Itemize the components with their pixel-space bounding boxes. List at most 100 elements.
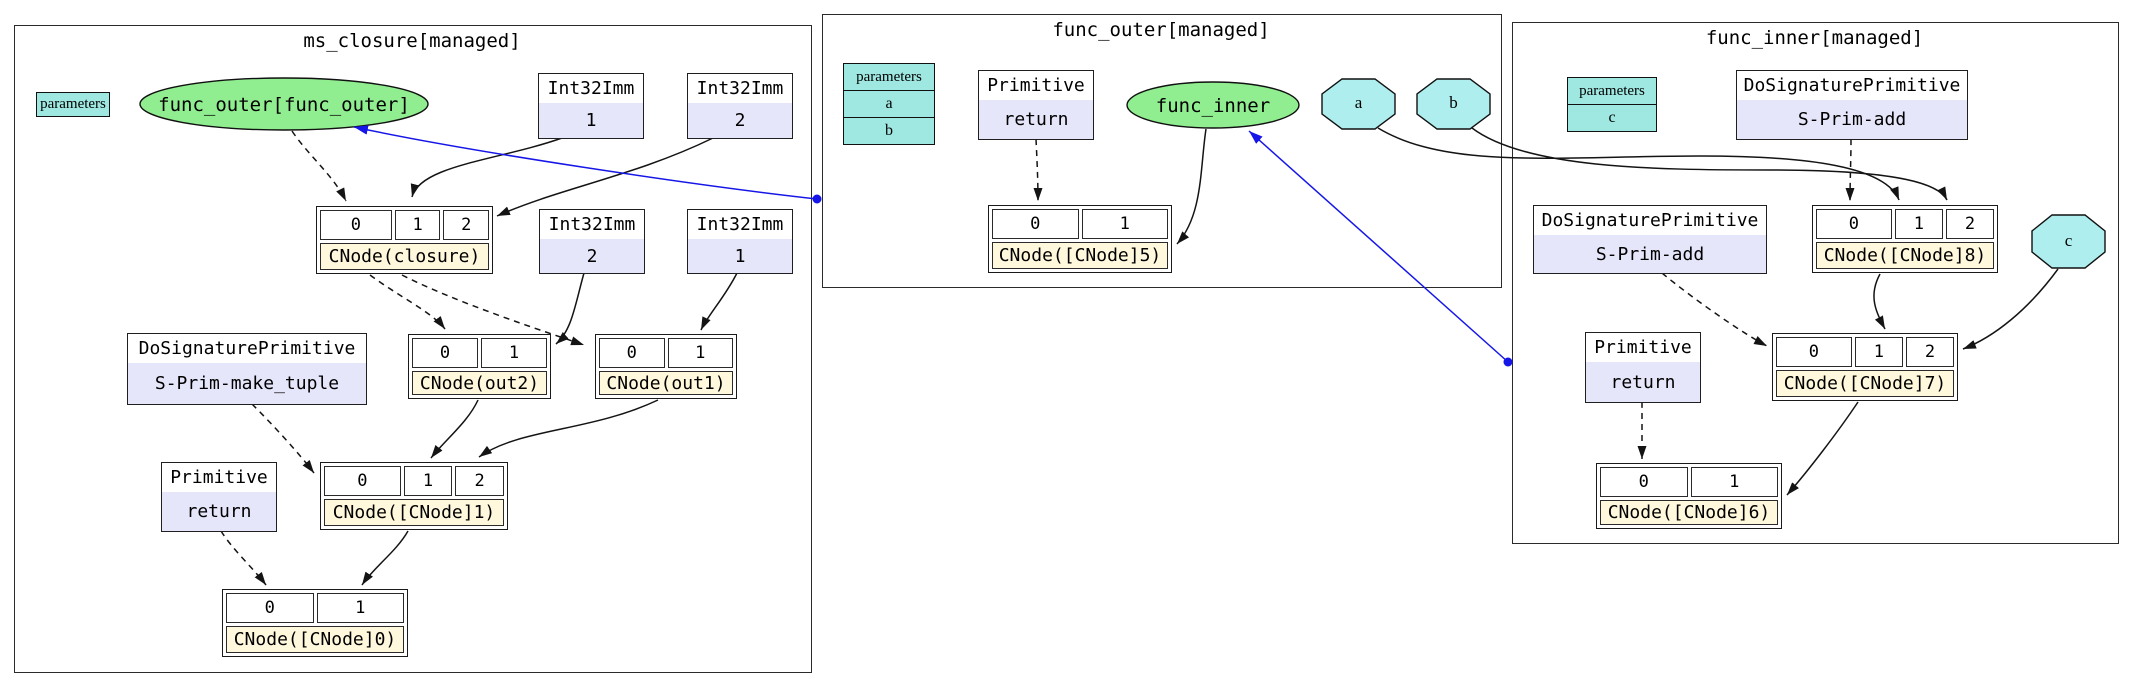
cnode-cell-0: 0 [599, 338, 665, 368]
edge-c-to-cnode7-2 [1962, 268, 2059, 350]
cnode-cells: 0 1 [992, 209, 1168, 239]
node-type: Primitive [979, 71, 1093, 100]
cnode-cells: 0 1 [412, 338, 547, 368]
octagon-c-label: c [2064, 231, 2073, 250]
node-int32imm-1a: Int32Imm 1 [538, 73, 644, 139]
parameters-box-func-outer: parameters a b [843, 63, 935, 145]
cnode-cell-1: 1 [1690, 467, 1778, 497]
edge-funcouter-to-closure-0 [291, 130, 347, 202]
edge-cnode7-to-cnode6-1 [1786, 401, 1859, 496]
cnode-cell-0: 0 [1600, 467, 1688, 497]
node-cnode-out2: 0 1 CNode(out2) [408, 334, 551, 399]
cluster-func-inner [1512, 22, 2119, 544]
func-inner-ellipse [1126, 81, 1300, 129]
parameter-row-a: a [844, 90, 934, 117]
cnode-cell-2: 2 [455, 466, 505, 496]
parameter-row-c: c [1568, 104, 1656, 131]
node-value: return [186, 501, 252, 522]
graph-ref-dot-outer [812, 194, 822, 204]
edge-imm1a-to-closure-1 [410, 137, 563, 198]
func-outer-ellipse [139, 77, 429, 131]
octagon-c [2031, 214, 2106, 269]
cnode-cells: 0 1 2 [324, 466, 505, 496]
node-type: Int32Imm [688, 210, 792, 239]
octagon-b [1416, 78, 1491, 130]
edge-cnode1-to-cnode0-1 [361, 530, 409, 586]
cnode-label: CNode([CNode]1) [324, 499, 504, 526]
cnode-cells: 0 1 [226, 593, 404, 623]
cnode-cell-0: 0 [320, 210, 392, 240]
parameters-box-func-inner: parameters c [1567, 77, 1657, 132]
node-type: DoSignaturePrimitive [1737, 71, 1967, 100]
parameters-box-ms-closure: parameters [36, 92, 110, 117]
cnode-label: CNode([CNode]8) [1816, 242, 1994, 269]
cnode-cell-1: 1 [316, 593, 404, 623]
cnode-label: CNode([CNode]7) [1776, 370, 1954, 397]
node-int32imm-2a: Int32Imm 2 [687, 73, 793, 139]
node-type: DoSignaturePrimitive [1534, 206, 1766, 235]
octagon-a [1321, 78, 1396, 130]
cnode-cell-1: 1 [1894, 209, 1943, 239]
node-cnode-8: 0 1 2 CNode([CNode]8) [1812, 205, 1998, 273]
cnode-cell-1: 1 [1081, 209, 1168, 239]
cnode-cell-0: 0 [226, 593, 314, 623]
edge-imm1b-to-out1-1 [700, 272, 738, 331]
edge-cnode8-to-cnode7-1 [1873, 273, 1886, 330]
cluster-func-outer [822, 14, 1502, 288]
edge-funcouter-graph-ref [353, 125, 818, 200]
cnode-cells: 0 1 [599, 338, 733, 368]
edge-funcinner-to-cnode5-1 [1176, 128, 1207, 245]
node-cnode-7: 0 1 2 CNode([CNode]7) [1772, 333, 1958, 401]
parameters-header: parameters [1579, 83, 1645, 99]
parameters-header: parameters [856, 69, 922, 85]
cnode-cell-0: 0 [1776, 337, 1852, 367]
node-int32imm-2b: Int32Imm 2 [539, 209, 645, 274]
cnode-label: CNode([CNode]0) [226, 626, 404, 653]
cluster-title-func-inner: func_inner[managed] [1705, 27, 1924, 49]
node-type: DoSignaturePrimitive [128, 334, 366, 363]
edge-addtop-to-cnode8-0 [1845, 138, 1855, 202]
node-value: 1 [585, 110, 597, 131]
cnode-cell-2: 2 [1945, 209, 1994, 239]
cnode-cell-1: 1 [394, 210, 441, 240]
node-value: return [1610, 371, 1676, 393]
cnode-cell-1: 1 [1854, 337, 1903, 367]
node-cnode-closure: 0 1 2 CNode(closure) [316, 206, 493, 274]
node-value: 2 [586, 245, 598, 267]
node-cnode-6: 0 1 CNode([CNode]6) [1596, 463, 1782, 529]
cnode-cell-0: 0 [412, 338, 478, 368]
node-value: S-Prim-make_tuple [154, 373, 340, 394]
node-cnode-out1: 0 1 CNode(out1) [595, 334, 737, 399]
cluster-title-ms-closure: ms_closure[managed] [303, 30, 521, 52]
edge-out2-to-cnode1-1 [430, 399, 479, 459]
parameters-header: parameters [40, 96, 106, 112]
cnode-label: CNode(out2) [412, 371, 547, 395]
cnode-cell-2: 2 [1905, 337, 1954, 367]
node-cnode-0: 0 1 CNode([CNode]0) [222, 589, 408, 657]
node-value: S-Prim-add [1797, 109, 1907, 130]
edge-return-to-cnode5-0 [1033, 138, 1043, 202]
cnode-cells: 0 1 [1600, 467, 1778, 497]
func-outer-ellipse-label: func_outer[func_outer] [158, 94, 410, 116]
edge-imm2a-to-closure-2 [496, 137, 714, 217]
node-value: return [1003, 109, 1069, 130]
cnode-cell-1: 1 [481, 338, 547, 368]
node-value: 1 [734, 245, 746, 267]
edge-return-to-cnode0-0 [220, 530, 267, 586]
node-cnode-5: 0 1 CNode([CNode]5) [988, 205, 1172, 273]
octagon-a-label: a [1354, 93, 1363, 112]
node-value: S-Prim-add [1595, 243, 1705, 265]
node-add-top: DoSignaturePrimitive S-Prim-add [1736, 70, 1968, 140]
parameter-row-b: b [844, 117, 934, 144]
cnode-cell-1: 1 [403, 466, 453, 496]
cnode-cells: 0 1 2 [320, 210, 489, 240]
cnode-cells: 0 1 2 [1816, 209, 1994, 239]
node-cnode-1: 0 1 2 CNode([CNode]1) [320, 462, 508, 530]
edge-out1-to-cnode1-2 [478, 399, 659, 458]
node-type: Int32Imm [540, 210, 644, 239]
node-int32imm-1b: Int32Imm 1 [687, 209, 793, 274]
node-type: Int32Imm [539, 74, 643, 103]
node-return-ms-closure: Primitive return [161, 462, 277, 532]
